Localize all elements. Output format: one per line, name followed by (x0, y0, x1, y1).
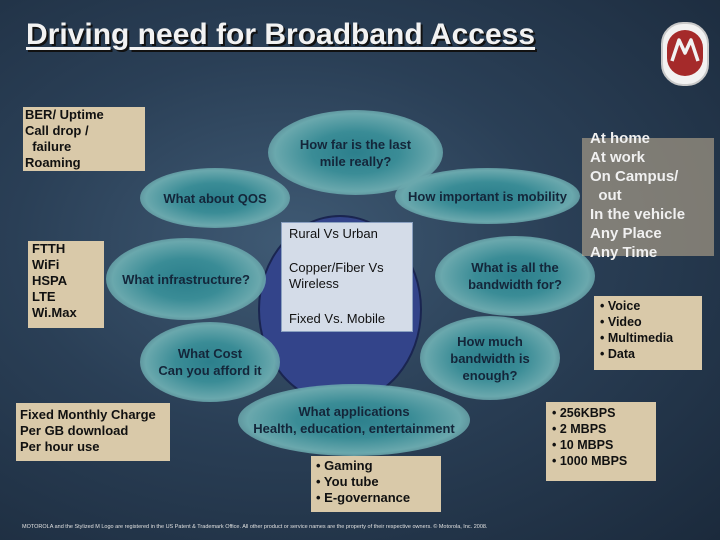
cost-question: What Cost Can you afford it (158, 346, 262, 378)
page-title: Driving need for Broadband Access (26, 18, 536, 51)
fixed-mobile-label: Fixed Vs. Mobile (289, 311, 386, 326)
rural-urban-label: Rural Vs Urban (289, 226, 378, 241)
charging-models-box: Fixed Monthly Charge Per GB download Per… (16, 403, 170, 461)
mobility-bubble: How important is mobility (395, 168, 580, 224)
qos-question: What about QOS (163, 190, 267, 206)
how-much-question: How much bandwidth is enough? (450, 333, 530, 383)
places-backdrop (582, 138, 714, 256)
bandwidth-for-bubble: What is all the bandwidth for? (435, 236, 595, 316)
footer-legal-text: MOTOROLA and the Stylized M Logo are reg… (22, 524, 488, 530)
copper-fiber-label: Copper/Fiber Vs Wireless (289, 260, 384, 291)
speeds-box: • 256KBPS • 2 MBPS • 10 MBPS • 1000 MBPS (546, 402, 656, 481)
last-mile-bubble: How far is the last mile really? (268, 110, 443, 195)
infrastructure-bubble: What infrastructure? (106, 238, 266, 320)
cost-bubble: What Cost Can you afford it (140, 322, 280, 402)
places-list: At home At work On Campus/ out In the ve… (590, 130, 686, 261)
logo-m-icon (670, 38, 700, 62)
content-types-box: • Voice • Video • Multimedia • Data (594, 296, 702, 370)
qos-bubble: What about QOS (140, 168, 290, 228)
bandwidth-for-question: What is all the bandwidth for? (468, 260, 562, 292)
technology-list-box: FTTH WiFi HSPA LTE Wi.Max (28, 241, 104, 328)
center-panel (281, 222, 413, 332)
applications-bubble: What applications Health, education, ent… (238, 384, 470, 456)
how-much-bubble: How much bandwidth is enough? (420, 316, 560, 400)
last-mile-question: How far is the last mile really? (299, 136, 412, 169)
motorola-logo-icon (661, 22, 709, 86)
ber-uptime-box: BER/ Uptime Call drop / failure Roaming (23, 107, 145, 171)
infrastructure-question: What infrastructure? (122, 271, 250, 287)
applications-list-box: • Gaming • You tube • E-governance (311, 456, 441, 512)
applications-question: What applications Health, education, ent… (253, 404, 455, 436)
mobility-question: How important is mobility (408, 188, 567, 204)
